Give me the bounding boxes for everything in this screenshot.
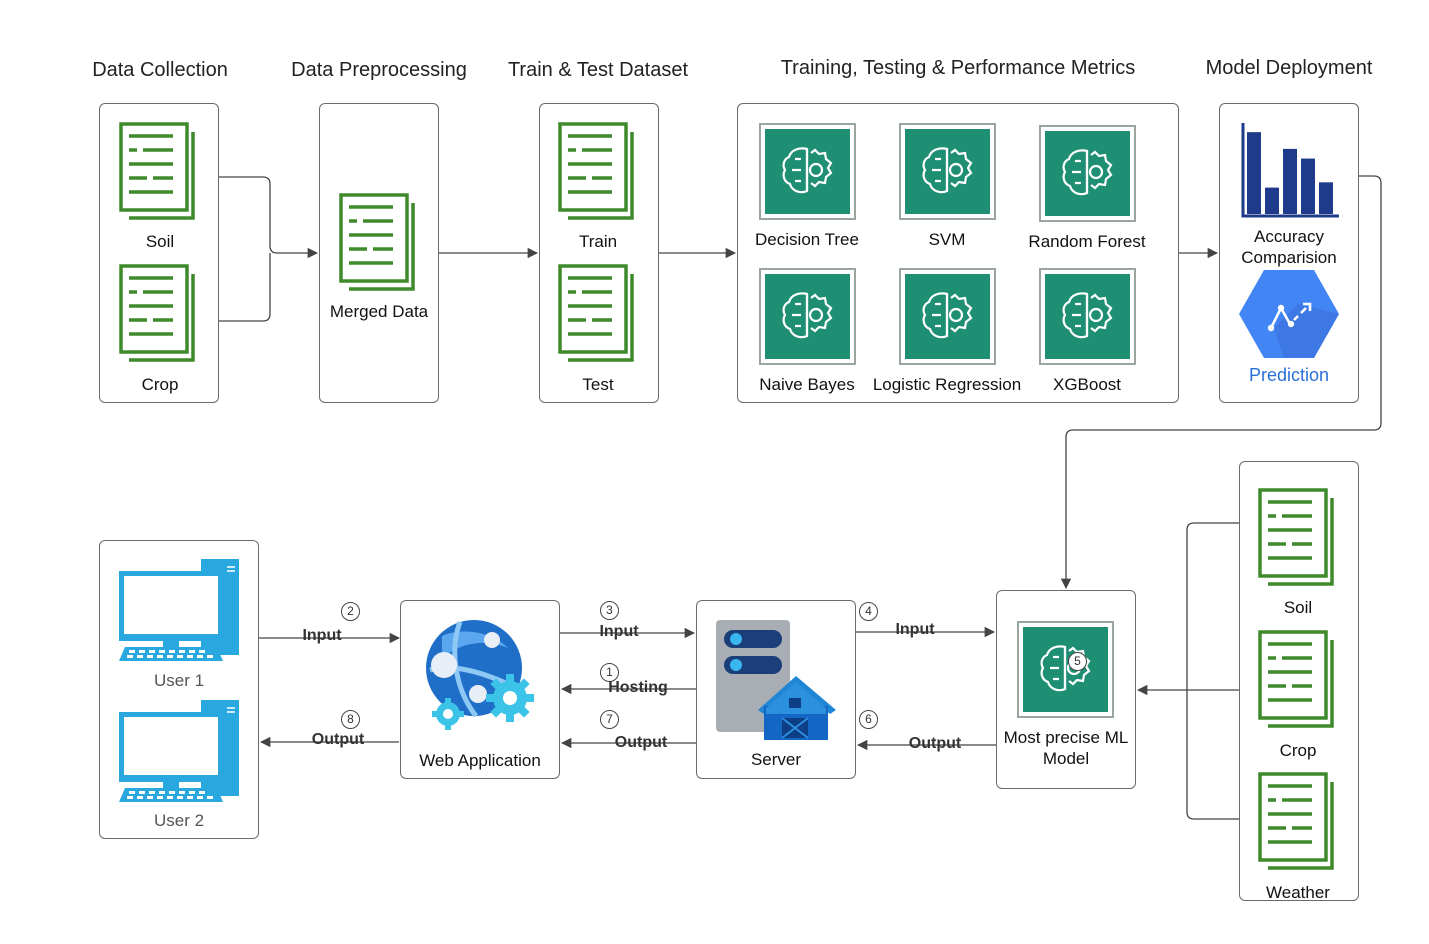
wire-crop-merge: [219, 253, 271, 322]
document-icon: [119, 264, 201, 366]
document-icon: [558, 264, 640, 366]
wire-soil-to-model: [1186, 522, 1239, 690]
accuracy-bar: [1283, 148, 1297, 214]
wire-soil-merge: [219, 176, 319, 259]
step-4-badge: 4: [859, 602, 878, 621]
header-data-collection: Data Collection: [92, 59, 228, 81]
document-icon: [119, 122, 201, 224]
test-label: Test: [582, 375, 614, 394]
prediction-label: Prediction: [1248, 365, 1330, 385]
data-preprocessing-box: [319, 103, 439, 403]
header-training-metrics: Training, Testing & Performance Metrics: [780, 57, 1136, 79]
accuracy-comparision-label: Accuracy Comparision: [1234, 226, 1344, 268]
edge-label-output-user: Output: [311, 731, 365, 748]
header-model-deployment: Model Deployment: [1205, 57, 1373, 79]
brain-gear-icon: [1017, 621, 1114, 718]
document-icon: [1258, 488, 1340, 590]
edge-label-input-server: Input: [599, 623, 639, 640]
step-5-badge: 5: [1068, 652, 1087, 671]
document-icon: [558, 122, 640, 224]
input-crop-label: Crop: [1279, 741, 1317, 760]
web-application-label: Web Application: [419, 751, 541, 770]
input-soil-label: Soil: [1283, 598, 1313, 617]
accuracy-bar: [1265, 187, 1279, 214]
edge-label-hosting: Hosting: [608, 679, 668, 696]
accuracy-bar: [1301, 158, 1315, 214]
merged-data-label: Merged Data: [329, 302, 429, 321]
step-7-badge: 7: [600, 710, 619, 729]
brain-gear-icon: [759, 123, 856, 220]
header-train-test-dataset: Train & Test Dataset: [507, 59, 689, 81]
brain-gear-icon: [899, 268, 996, 365]
desktop-computer-icon: [117, 557, 243, 663]
user1-label: User 1: [153, 671, 205, 690]
bar-chart-icon: [1240, 121, 1340, 219]
header-data-preprocessing: Data Preprocessing: [291, 59, 467, 81]
wire-deployment-to-model: [1060, 175, 1382, 590]
soil-label: Soil: [145, 232, 175, 251]
accuracy-comparision-text: Accuracy Comparision: [1241, 227, 1337, 267]
document-icon: [339, 193, 421, 295]
input-weather-label: Weather: [1266, 883, 1330, 902]
step-1-badge: 1: [600, 663, 619, 682]
document-icon: [1258, 630, 1340, 732]
crop-label: Crop: [141, 375, 179, 394]
edge-label-output-webapp: Output: [614, 734, 668, 751]
web-app-globe-gears-icon: [420, 618, 542, 730]
wire-weather-to-model: [1186, 690, 1239, 820]
decision-tree-label: Decision Tree: [755, 230, 859, 249]
svm-label: SVM: [928, 230, 966, 249]
accuracy-bar: [1319, 182, 1333, 214]
step-6-badge: 6: [859, 710, 878, 729]
train-label: Train: [578, 232, 618, 251]
naive-bayes-label: Naive Bayes: [759, 375, 855, 394]
desktop-computer-icon: [117, 698, 243, 804]
ml-model-text: Most precise ML Model: [1003, 728, 1129, 768]
server-barn-icon: [714, 618, 838, 742]
server-label: Server: [750, 750, 802, 769]
edge-label-output-server: Output: [908, 735, 962, 752]
document-icon: [1258, 772, 1340, 874]
random-forest-label: Random Forest: [1028, 232, 1146, 251]
brain-gear-icon: [759, 268, 856, 365]
accuracy-bar: [1247, 132, 1261, 214]
edge-label-input-user: Input: [302, 627, 342, 644]
user2-label: User 2: [153, 811, 205, 830]
prediction-hexagon-icon: [1238, 268, 1340, 360]
logistic-regression-label: Logistic Regression: [872, 375, 1022, 394]
brain-gear-icon: [1039, 268, 1136, 365]
brain-gear-icon: [1039, 125, 1136, 222]
edge-label-input-model: Input: [895, 621, 935, 638]
step-8-badge: 8: [341, 710, 360, 729]
ml-model-label: Most precise ML Model: [998, 727, 1134, 769]
step-3-badge: 3: [600, 601, 619, 620]
brain-gear-icon: [899, 123, 996, 220]
step-2-badge: 2: [341, 602, 360, 621]
xgboost-label: XGBoost: [1052, 375, 1122, 394]
